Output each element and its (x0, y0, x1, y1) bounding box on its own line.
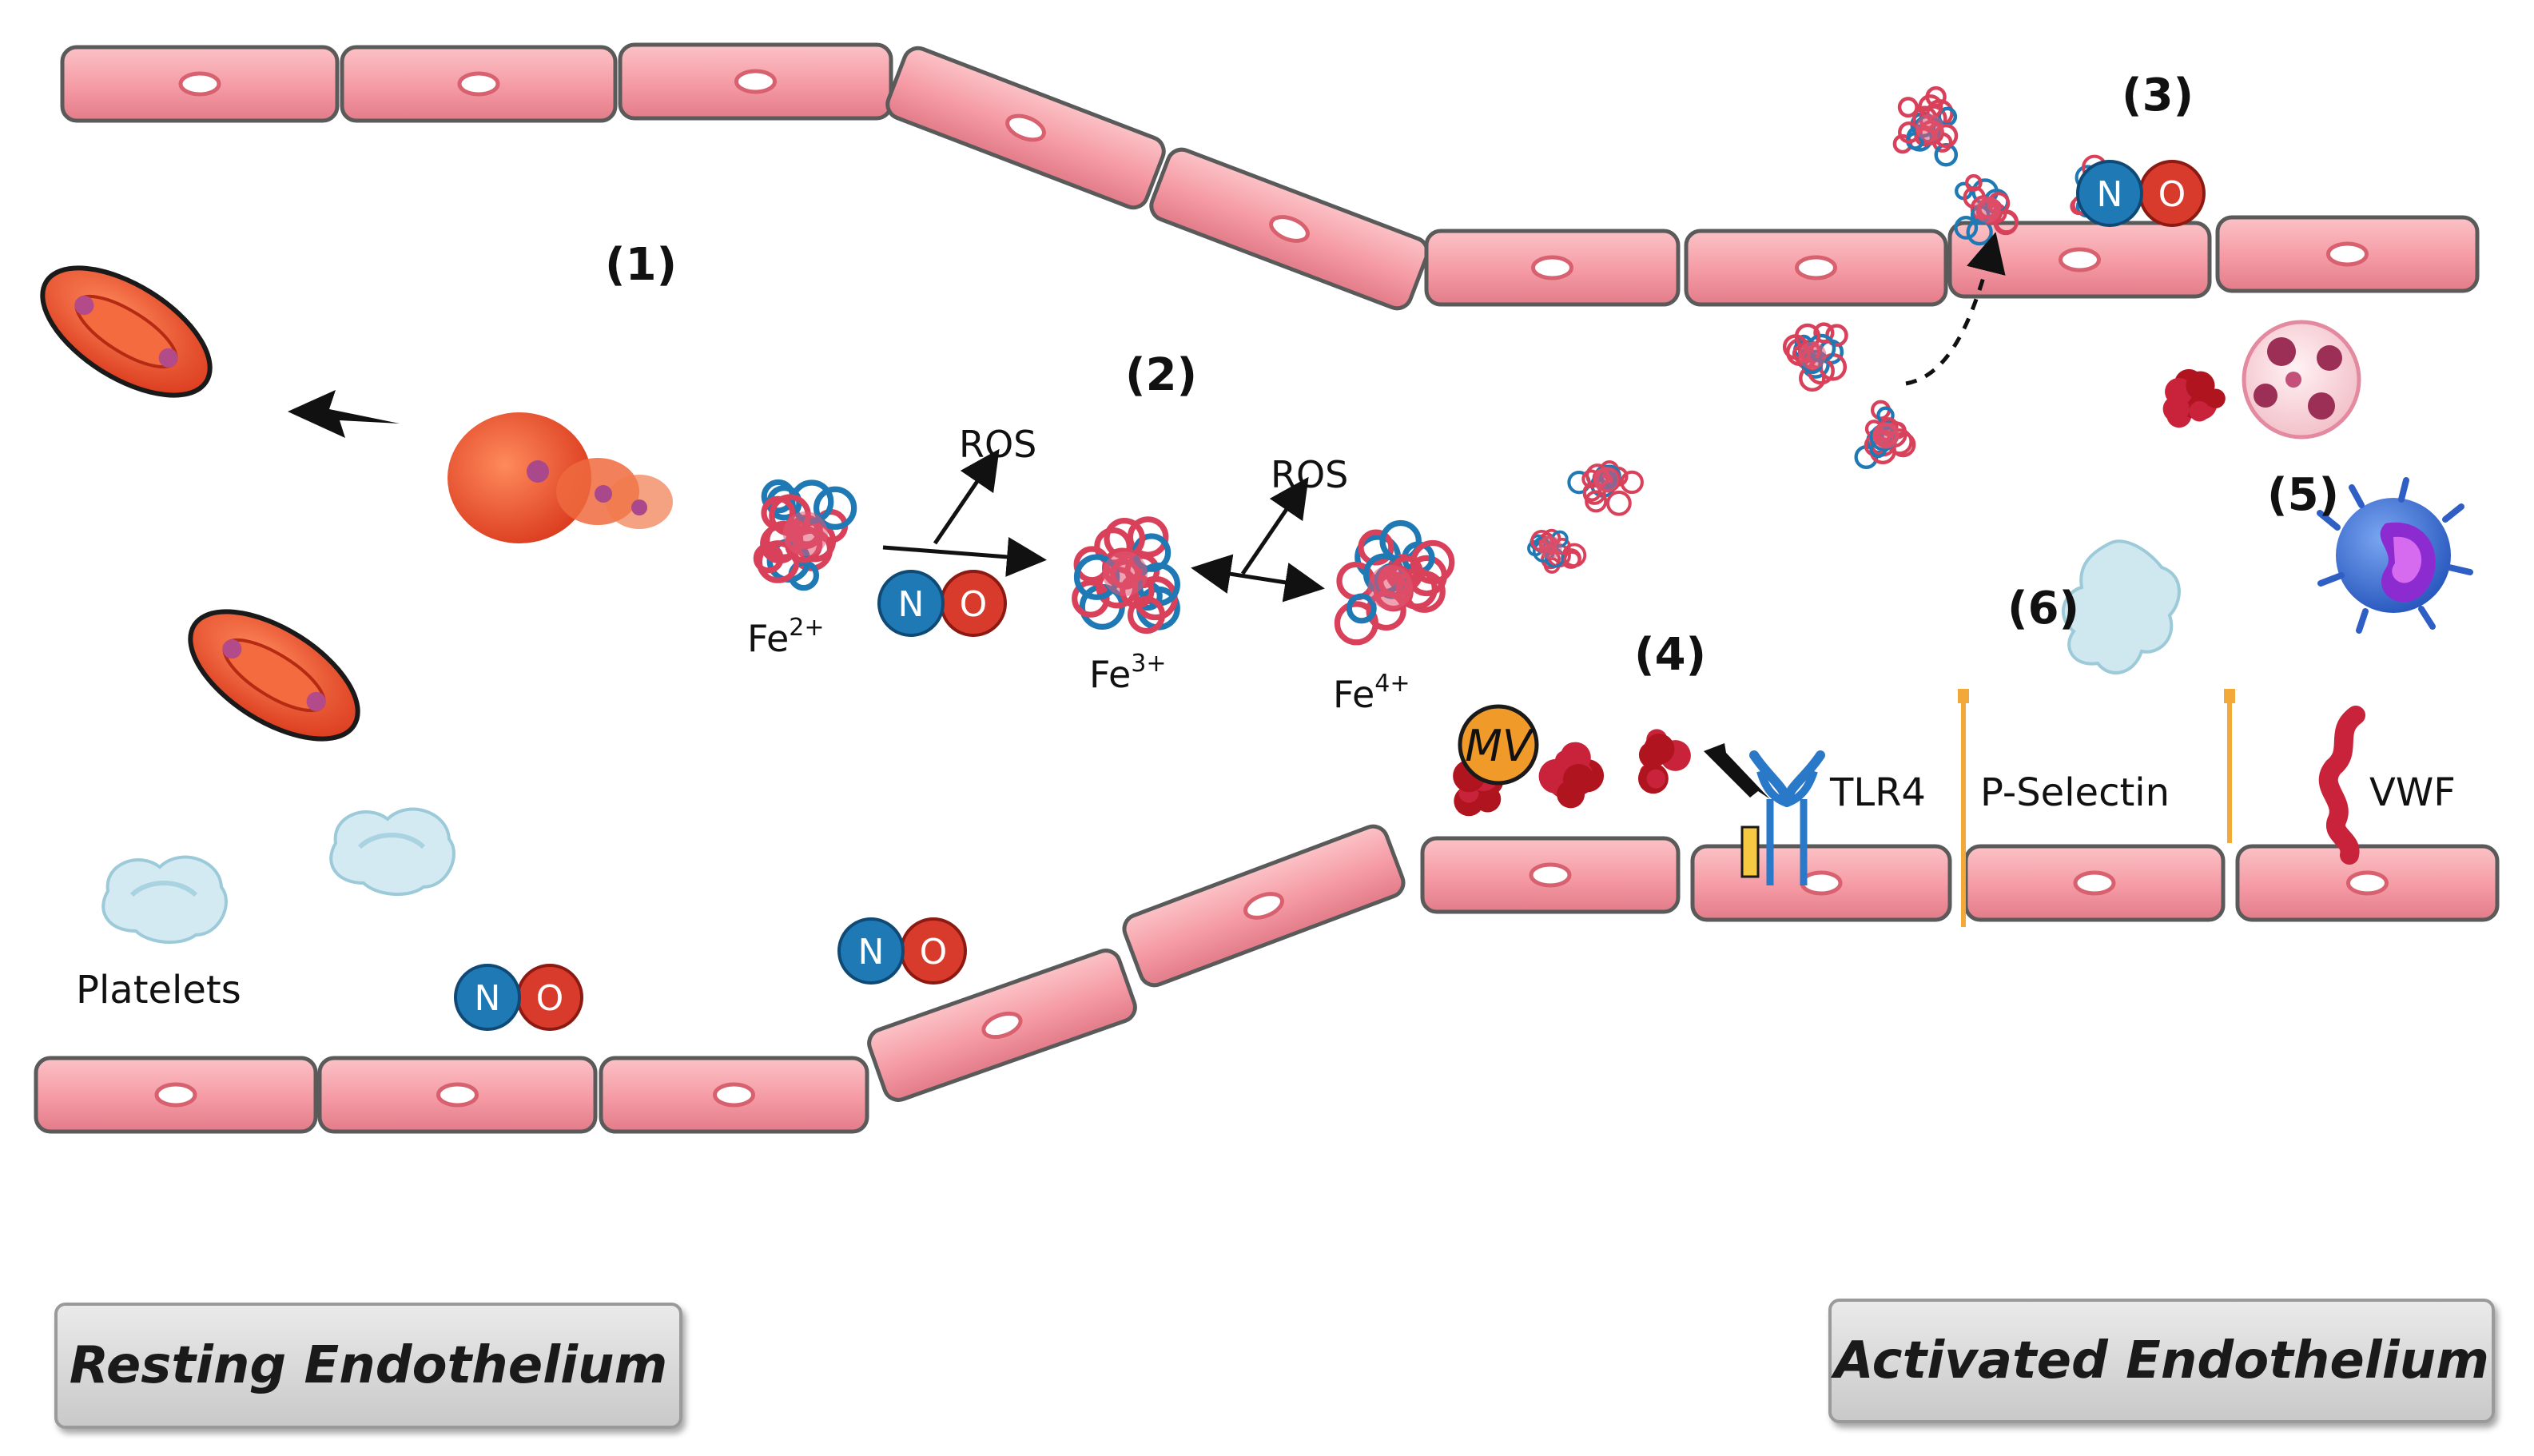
endothelial-cell (1690, 844, 1952, 922)
hemoglobin-fe3-icon (1072, 516, 1180, 635)
lightning-bolt-icon (1704, 743, 1770, 799)
step-label-4: (4) (1634, 629, 1706, 681)
endothelial-cell (1947, 221, 2212, 299)
rbc-icon (40, 265, 213, 398)
vwf-icon (2318, 706, 2365, 865)
activated-endothelium-panel: Activated Endothelium (1828, 1299, 2495, 1423)
free-hemoglobin-icon (1854, 400, 1916, 469)
fe2-label: Fe2+ (747, 614, 824, 660)
platelets-label: Platelets (76, 968, 241, 1012)
endothelial-wall-bottom-resting (34, 824, 1406, 1134)
platelet-icon (329, 807, 455, 897)
endothelial-cell (317, 1056, 598, 1134)
nitrogen-label: N (858, 932, 885, 973)
tlr4-receptor-icon (1749, 750, 1825, 885)
endothelial-cell (1420, 836, 1681, 914)
heme-damp-icon (1538, 742, 1605, 809)
nitrogen-label: N (898, 584, 925, 625)
microvesicle-label: MV (1465, 721, 1535, 771)
endothelial-cell (599, 1056, 869, 1134)
free-hemoglobin-icon (1892, 86, 1959, 167)
nitrogen-label: N (475, 978, 501, 1019)
free-hemoglobin-icon (1782, 322, 1848, 392)
step-label-3: (3) (2122, 70, 2194, 121)
free-hemoglobin-icon (1567, 460, 1644, 516)
step-label-5: (5) (2267, 469, 2339, 521)
heme-damp-icon (1637, 729, 1691, 794)
ros-label: ROS (959, 423, 1036, 466)
endothelial-cell (1122, 824, 1406, 988)
endothelial-cell (618, 42, 893, 121)
endothelial-cell (2235, 844, 2500, 922)
oxidation-arrow-fe3-fe4 (1191, 476, 1325, 603)
step-label-2: (2) (1125, 349, 1197, 401)
platelet-icon (101, 855, 228, 945)
vwf-label: VWF (2369, 770, 2456, 815)
free-hemoglobin-icon (1527, 528, 1587, 574)
step-label-1: (1) (605, 239, 677, 291)
endothelial-wall-top (60, 42, 2480, 311)
endothelial-cell (60, 45, 340, 123)
endothelial-cell (34, 1056, 318, 1134)
lightning-bolt-icon (288, 390, 400, 438)
endothelial-cell (340, 45, 618, 123)
monocyte-icon (2317, 477, 2473, 634)
resting-endothelium-panel: Resting Endothelium (54, 1303, 682, 1429)
lysing-rbc-icon (448, 412, 673, 543)
nitrogen-label: N (2097, 174, 2123, 215)
endothelial-cell (867, 949, 1137, 1102)
oxygen-label: O (536, 978, 564, 1019)
endothelial-cell (885, 46, 1166, 210)
hemoglobin-fe4-icon (1334, 519, 1455, 646)
step-label-6: (6) (2007, 583, 2079, 635)
fe3-label: Fe3+ (1089, 650, 1166, 696)
rbc-icon (188, 609, 360, 742)
endothelial-cell (1963, 844, 2226, 922)
activated-platelet-icon (2061, 539, 2181, 674)
oxidation-arrow-fe2-fe3 (882, 448, 1047, 577)
tlr4-label: TLR4 (1829, 770, 1926, 815)
translocation-arrow (1905, 232, 2006, 386)
ros-label: ROS (1271, 453, 1348, 496)
oxygen-label: O (920, 932, 948, 973)
p-selectin-label: P-Selectin (1980, 770, 2170, 815)
hemoglobin-fe2-icon (753, 479, 857, 591)
oxygen-label: O (2158, 174, 2186, 215)
endothelial-cell (1684, 229, 1948, 307)
endothelial-wall-bottom-activated (1420, 836, 2500, 922)
ligand-bar-icon (1740, 825, 1760, 878)
heme-damp-icon (2162, 368, 2226, 428)
fe4-label: Fe4+ (1333, 670, 1410, 716)
endothelial-cell (2215, 215, 2480, 293)
endothelial-cell (1424, 229, 1681, 307)
neutrophil-icon (2242, 320, 2361, 440)
endothelial-cell (1149, 147, 1430, 311)
oxygen-label: O (960, 584, 988, 625)
p-selectin-icon (1958, 689, 2235, 927)
microvesicle-icon: MV (1458, 704, 1539, 786)
